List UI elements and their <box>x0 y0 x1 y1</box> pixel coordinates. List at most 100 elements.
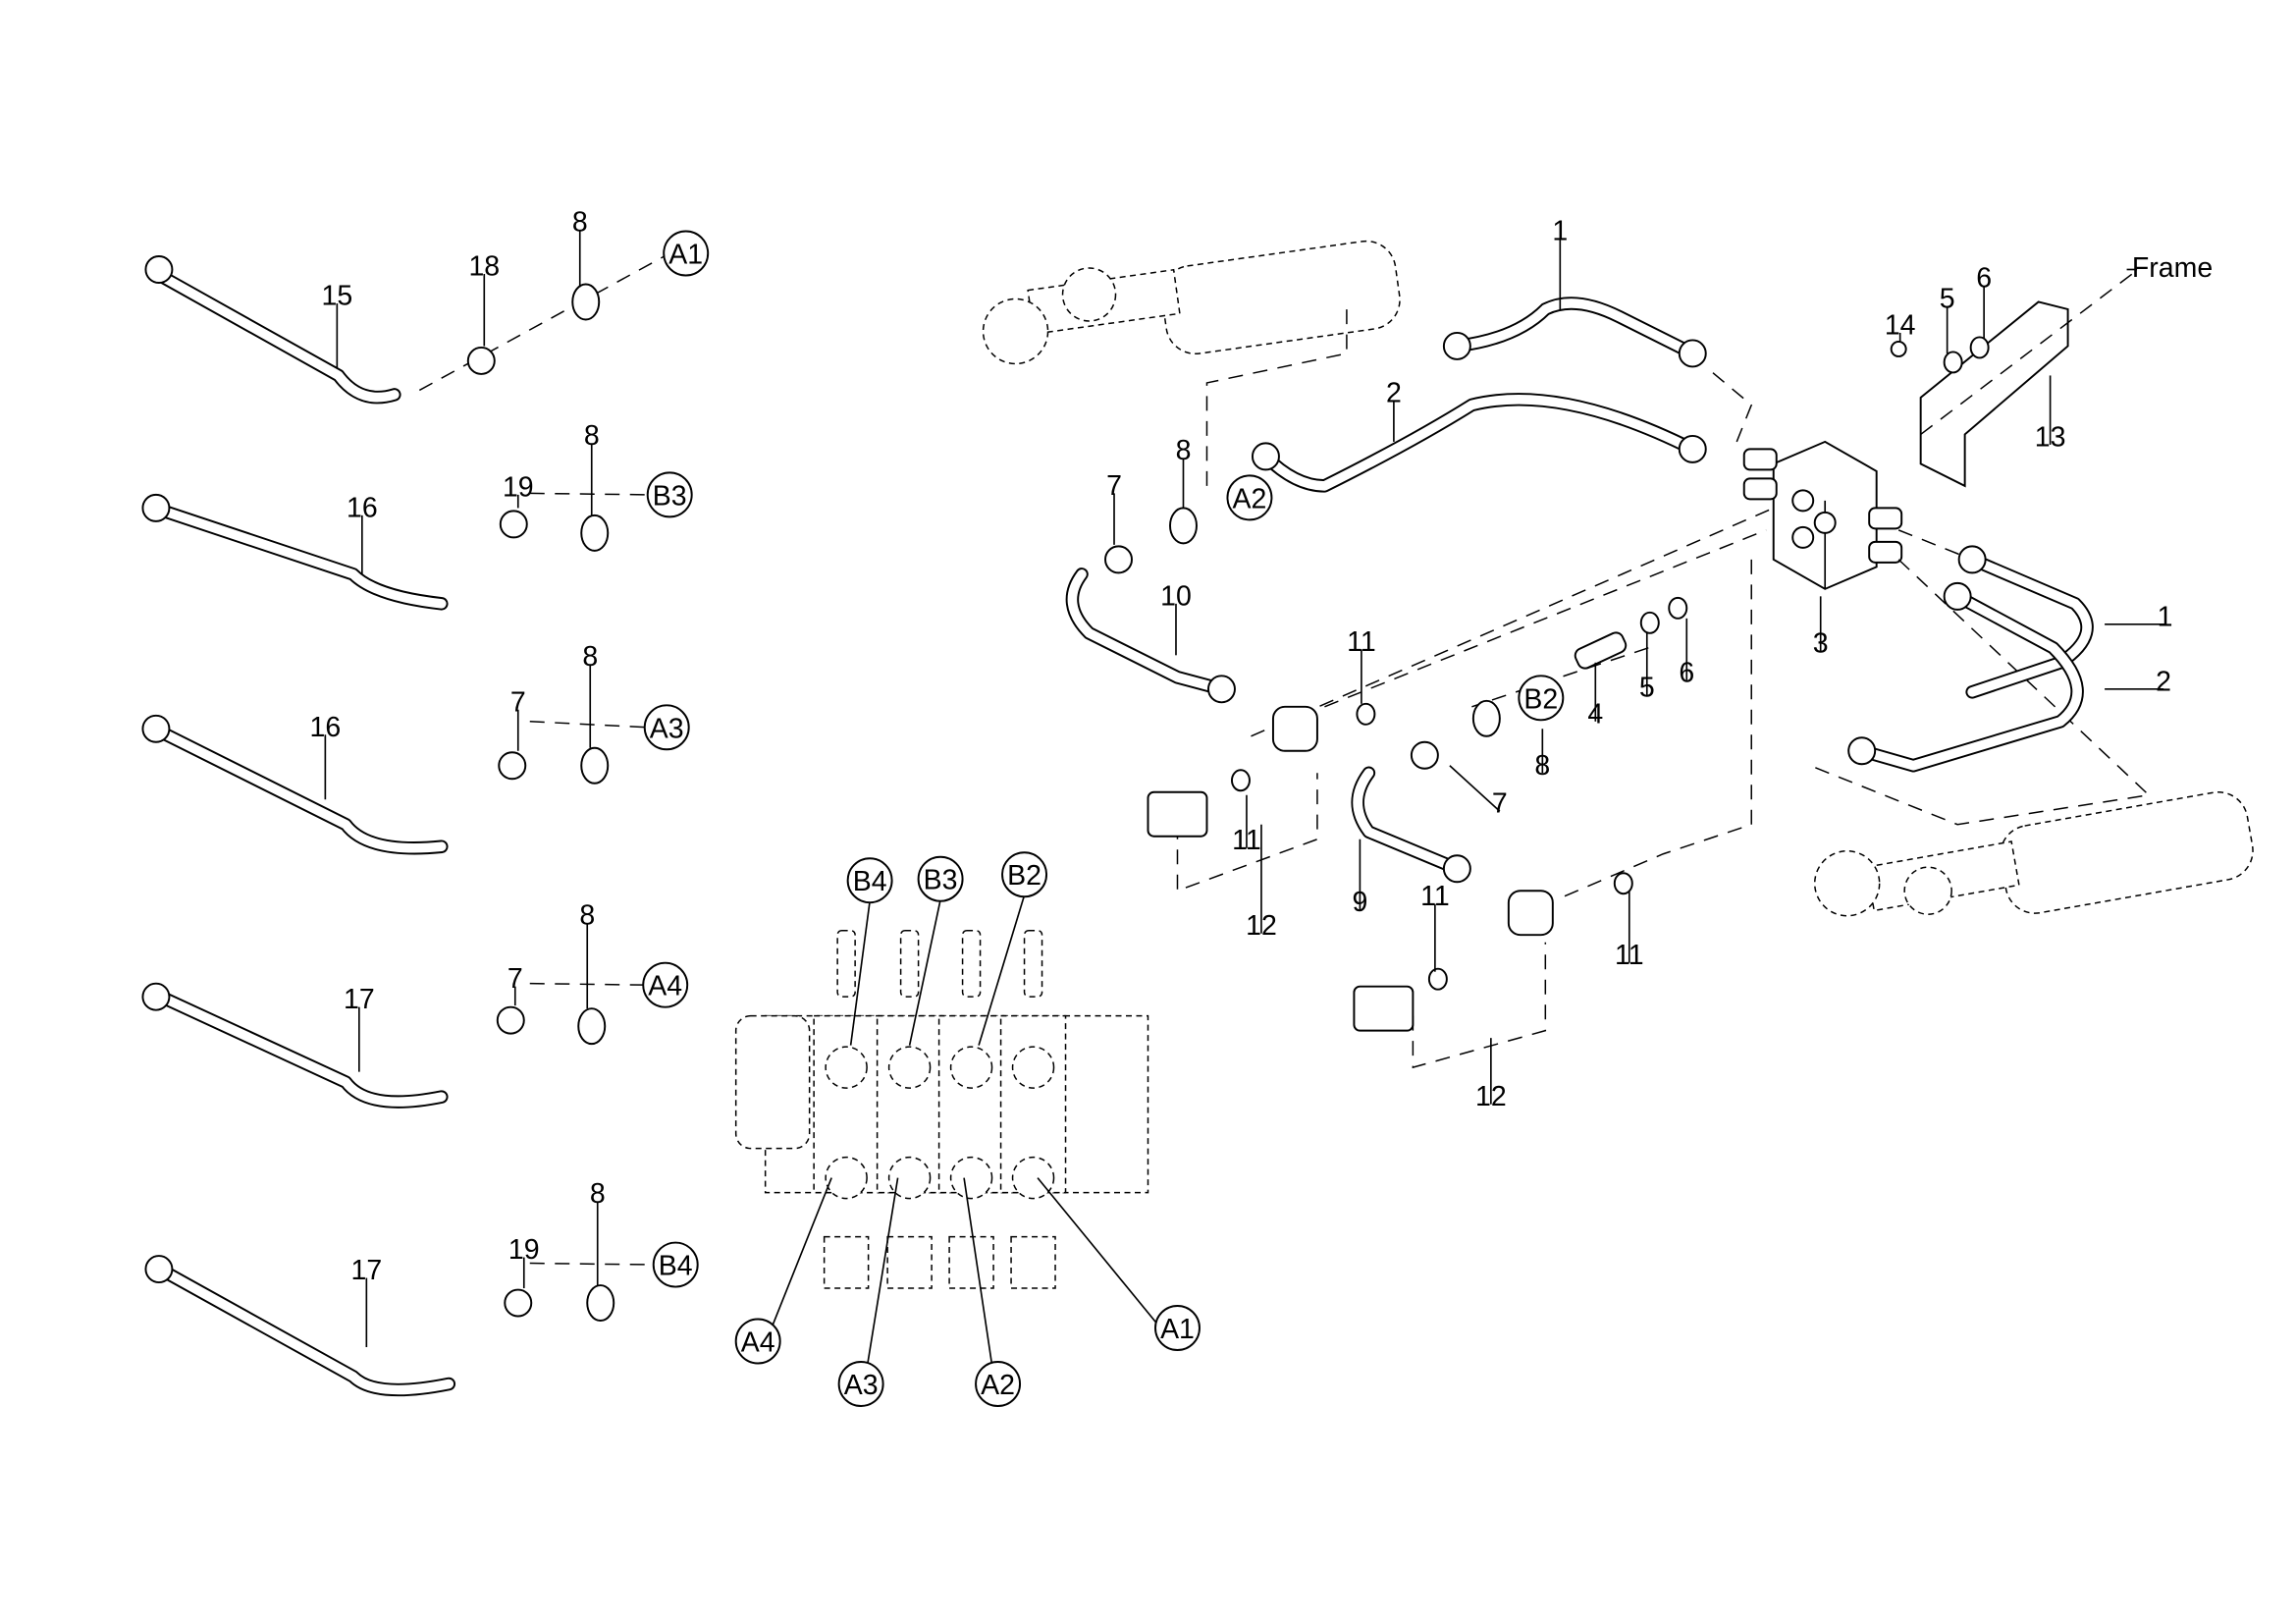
part-number-callout: 11 <box>1615 891 1644 971</box>
hex-fitting-icon <box>1847 736 1877 766</box>
part-number-callout: 11 <box>1347 626 1376 704</box>
callout-label: 8 <box>590 1178 606 1210</box>
callout-label: 18 <box>468 250 500 282</box>
callout-label: 2 <box>2156 666 2171 697</box>
hex-fitting-icon <box>1678 339 1707 368</box>
callout-label: 3 <box>1813 627 1829 659</box>
connection-port-callout: A3 <box>643 704 690 751</box>
callout-label: 1 <box>2158 601 2173 632</box>
control-valve-ghost <box>734 929 1149 1289</box>
part-number-callout: 17 <box>344 984 375 1072</box>
hex-fitting-icon <box>466 346 496 375</box>
hex-fitting-icon <box>1104 545 1133 574</box>
hex-fitting-icon <box>498 751 527 781</box>
part-number-callout: 14 <box>1885 309 1916 342</box>
washer-icon <box>1639 611 1660 634</box>
callout-label: 14 <box>1885 309 1916 341</box>
connection-port-callout: B3 <box>646 471 693 518</box>
hose-4 <box>147 1259 456 1397</box>
callout-label: 10 <box>1160 580 1192 612</box>
connection-port-callout: A4 <box>642 961 689 1008</box>
callout-label: 7 <box>1492 788 1508 820</box>
callout-label: 11 <box>1232 825 1261 856</box>
callout-label: A3 <box>844 1370 879 1401</box>
connection-port-callout: B2 <box>978 851 1048 1046</box>
callout-label: 16 <box>310 712 342 743</box>
callout-label: 8 <box>1534 750 1550 782</box>
o-ring-icon <box>577 1007 607 1046</box>
cylinder-top-ghost <box>982 240 1401 365</box>
part-number-callout: 13 <box>2035 375 2066 453</box>
part-number-callout: 19 <box>508 1234 540 1289</box>
callout-label: 8 <box>582 641 598 673</box>
callout-label: 8 <box>1176 435 1192 466</box>
callout-label: 11 <box>1615 940 1644 971</box>
part-number-callout: 1 <box>2105 601 2172 632</box>
connection-port-callout: A4 <box>734 1177 832 1365</box>
plug-bolt-icon <box>1147 790 1208 838</box>
hex-fitting-icon <box>1442 331 1471 360</box>
o-ring-icon <box>580 746 610 785</box>
o-ring-icon <box>1169 507 1198 545</box>
part-number-callout: 8 <box>584 420 600 515</box>
o-ring-icon <box>1471 699 1501 737</box>
part-number-callout: 1 <box>1552 215 1568 309</box>
part-number-callout: 6 <box>1679 618 1694 688</box>
hose-7 <box>1065 568 1229 696</box>
callout-label: B2 <box>1523 683 1558 715</box>
part-number-callout: 18 <box>468 250 500 347</box>
washer-icon <box>1427 967 1448 991</box>
part-number-callout: 15 <box>322 280 352 368</box>
hose-10 <box>1854 589 2084 773</box>
washer-icon <box>1943 351 1963 374</box>
callout-label: B3 <box>924 865 958 896</box>
connection-port-callout: A2 <box>1226 474 1273 521</box>
hex-fitting-icon <box>1943 581 1972 611</box>
connection-port-callout: A1 <box>663 230 710 277</box>
connection-port-callout: A1 <box>1037 1177 1201 1351</box>
part-number-callout: 8 <box>1176 435 1192 509</box>
callout-label: 11 <box>1347 626 1376 658</box>
callout-label: 11 <box>1420 881 1450 912</box>
callout-label: B4 <box>853 866 887 897</box>
callout-label: 6 <box>1976 262 1992 294</box>
callout-label: 8 <box>584 420 600 452</box>
connection-port-callout: B3 <box>908 855 964 1046</box>
callout-label: A1 <box>1160 1314 1195 1345</box>
hex-fitting-icon <box>1678 434 1707 463</box>
callout-label: 5 <box>1639 672 1655 703</box>
hex-fitting-icon <box>1251 442 1280 471</box>
hex-fitting-icon <box>1957 545 1987 574</box>
hex-fitting-icon <box>1442 854 1471 884</box>
hose-6 <box>1258 393 1700 493</box>
callout-label: 5 <box>1940 283 1955 314</box>
part-number-callout: 7 <box>507 963 523 1006</box>
part-number-callout: 2 <box>2105 666 2171 697</box>
washer-icon <box>1668 596 1688 620</box>
part-number-callout: 16 <box>347 492 378 574</box>
screw-icon <box>1890 340 1907 357</box>
hex-fitting-icon <box>496 1005 525 1035</box>
callout-label: 12 <box>1246 910 1277 942</box>
hose-3 <box>147 987 449 1109</box>
callout-label: 13 <box>2035 421 2066 453</box>
callout-label: 9 <box>1352 887 1367 918</box>
elbow-fitting-icon <box>1271 705 1318 752</box>
o-ring-icon <box>586 1284 615 1323</box>
part-number-callout: 19 <box>503 471 534 509</box>
hose-0 <box>147 265 401 405</box>
connection-port-callout: B2 <box>1518 675 1565 722</box>
callout-label: 4 <box>1587 698 1603 730</box>
hex-fitting-icon <box>141 982 171 1011</box>
callout-label: A4 <box>648 971 682 1002</box>
hex-fitting-icon <box>141 714 171 743</box>
bracket <box>1919 300 2069 488</box>
callout-label: A2 <box>1233 483 1267 514</box>
hex-fitting-icon <box>141 493 171 522</box>
callout-label: 2 <box>1386 377 1402 408</box>
callout-label: 7 <box>1106 470 1122 502</box>
callout-label: A3 <box>650 713 684 744</box>
o-ring-icon <box>571 283 601 321</box>
